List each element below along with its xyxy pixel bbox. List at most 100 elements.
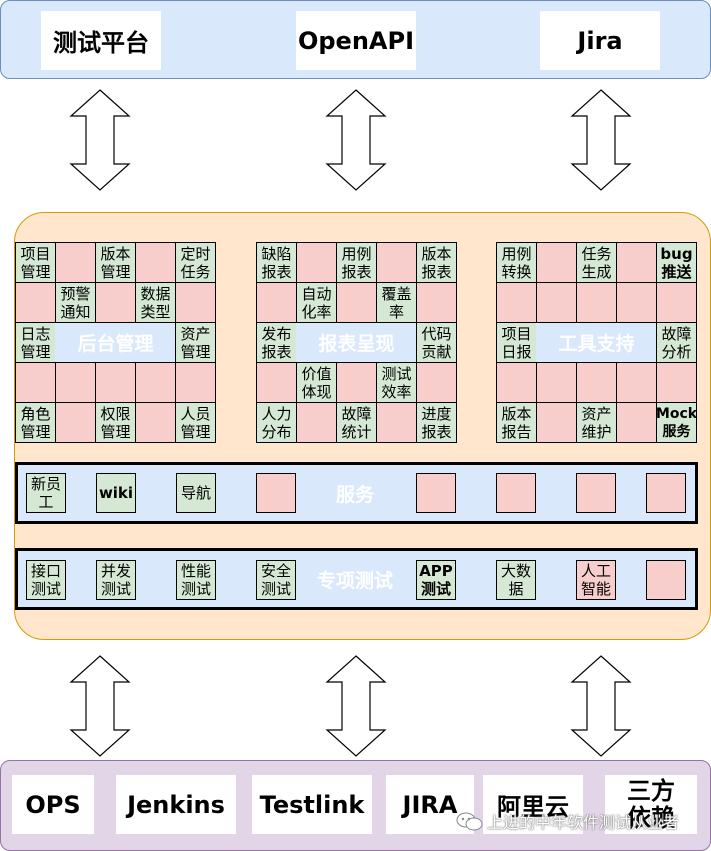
grid-cell: [296, 402, 337, 443]
grid-cell: 人员管理: [175, 402, 216, 443]
grid-cell: 数据类型: [135, 282, 176, 323]
grid-cell: 版本管理: [95, 242, 136, 283]
grid-cell: [175, 282, 216, 323]
special-item-security-test: 安全测试: [256, 560, 296, 600]
grid-cell: 角色管理: [15, 402, 56, 443]
service-item-navigation: 导航: [176, 473, 216, 513]
grid-cell: [95, 282, 136, 323]
grid-cell: 任务生成: [576, 242, 617, 283]
grid-cell: [656, 282, 697, 323]
watermark-text: 上进的中年软件测试从业者: [487, 813, 680, 832]
grid-cell: 版本报告: [496, 402, 537, 443]
bottom-arrow-right: [570, 655, 632, 757]
grid-cell: 项目日报: [496, 322, 537, 363]
grid-cell: [296, 242, 337, 283]
wechat-icon: [456, 812, 483, 831]
third-party-box: 三方依赖: [605, 775, 697, 834]
testlink-box: Testlink: [252, 775, 372, 834]
grid-cell: [616, 402, 657, 443]
grid-cell: 测试效率: [376, 362, 417, 403]
grid-cell: 发布报表: [256, 322, 297, 363]
grid-cell: 自动化率: [296, 282, 337, 323]
grid-cell: 用例报表: [336, 242, 377, 283]
special-item-concurrency-test: 并发测试: [96, 560, 136, 600]
grid-cell: 资产维护: [576, 402, 617, 443]
jenkins-box: Jenkins: [116, 775, 236, 834]
service-item-empty: [496, 473, 536, 513]
grid-cell: [55, 402, 96, 443]
service-item-wiki: wiki: [96, 473, 136, 513]
module-label: 后台管理: [55, 323, 176, 362]
grid-cell: [175, 362, 216, 403]
grid-cell: 人力分布: [256, 402, 297, 443]
grid-cell: [15, 282, 56, 323]
grid-cell: [536, 282, 577, 323]
grid-cell: [55, 362, 96, 403]
grid-cell: [135, 242, 176, 283]
module-backend: 项目管理 版本管理 定时任务 预警通知 数据类型 日志管理 后台管理 资产管理 …: [15, 242, 216, 443]
bottom-arrow-center: [325, 655, 387, 757]
service-item-new-employee: 新员工: [26, 473, 66, 513]
special-testing-label: 专项测试: [316, 569, 393, 592]
grid-cell: 项目管理: [15, 242, 56, 283]
grid-cell: [416, 362, 457, 403]
grid-cell: [256, 282, 297, 323]
grid-cell: 缺陷报表: [256, 242, 297, 283]
grid-cell: 定时任务: [175, 242, 216, 283]
grid-cell: [536, 402, 577, 443]
bottom-arrow-left: [69, 655, 131, 757]
special-item-performance-test: 性能测试: [176, 560, 216, 600]
grid-cell: [376, 242, 417, 283]
grid-cell: [135, 362, 176, 403]
module-reports: 缺陷报表 用例报表 版本报表 自动化率 覆盖率 发布报表 报表呈现 代码贡献 价…: [256, 242, 457, 443]
grid-cell: [656, 362, 697, 403]
top-arrow-right: [570, 89, 632, 191]
grid-cell: [336, 282, 377, 323]
grid-cell: [576, 282, 617, 323]
grid-cell: [55, 242, 96, 283]
module-label: 工具支持: [536, 323, 657, 362]
service-item-empty: [416, 473, 456, 513]
grid-cell: [616, 362, 657, 403]
grid-cell: 进度报表: [416, 402, 457, 443]
service-item-empty: [576, 473, 616, 513]
module-label: 报表呈现: [296, 323, 417, 362]
special-item-big-data: 大数据: [496, 560, 536, 600]
service-bar-label: 服务: [335, 483, 374, 506]
grid-cell: 版本报表: [416, 242, 457, 283]
grid-cell: 覆盖率: [376, 282, 417, 323]
grid-cell: 价值体现: [296, 362, 337, 403]
grid-cell: [496, 362, 537, 403]
grid-cell: 用例转换: [496, 242, 537, 283]
grid-cell: [256, 362, 297, 403]
top-arrow-left: [69, 89, 131, 191]
ops-box: OPS: [12, 775, 94, 834]
grid-cell: [616, 282, 657, 323]
grid-cell: [336, 362, 377, 403]
grid-cell: [15, 362, 56, 403]
grid-cell: [376, 402, 417, 443]
grid-cell: [536, 242, 577, 283]
grid-cell: 资产管理: [175, 322, 216, 363]
grid-cell: 故障分析: [656, 322, 697, 363]
jira-box: Jira: [540, 11, 660, 70]
watermark: 上进的中年软件测试从业者: [455, 806, 711, 836]
grid-cell: 权限管理: [95, 402, 136, 443]
special-item-empty: [646, 560, 686, 600]
special-item-api-test: 接口测试: [26, 560, 66, 600]
grid-cell: 日志管理: [15, 322, 56, 363]
grid-cell: [135, 402, 176, 443]
grid-cell: 代码贡献: [416, 322, 457, 363]
grid-cell: [536, 362, 577, 403]
grid-cell: [496, 282, 537, 323]
grid-cell: [95, 362, 136, 403]
grid-cell: [616, 242, 657, 283]
top-arrow-center: [325, 89, 387, 191]
test-platform-box: 测试平台: [41, 11, 161, 70]
aliyun-box: 阿里云: [483, 775, 583, 834]
service-item-empty: [646, 473, 686, 513]
